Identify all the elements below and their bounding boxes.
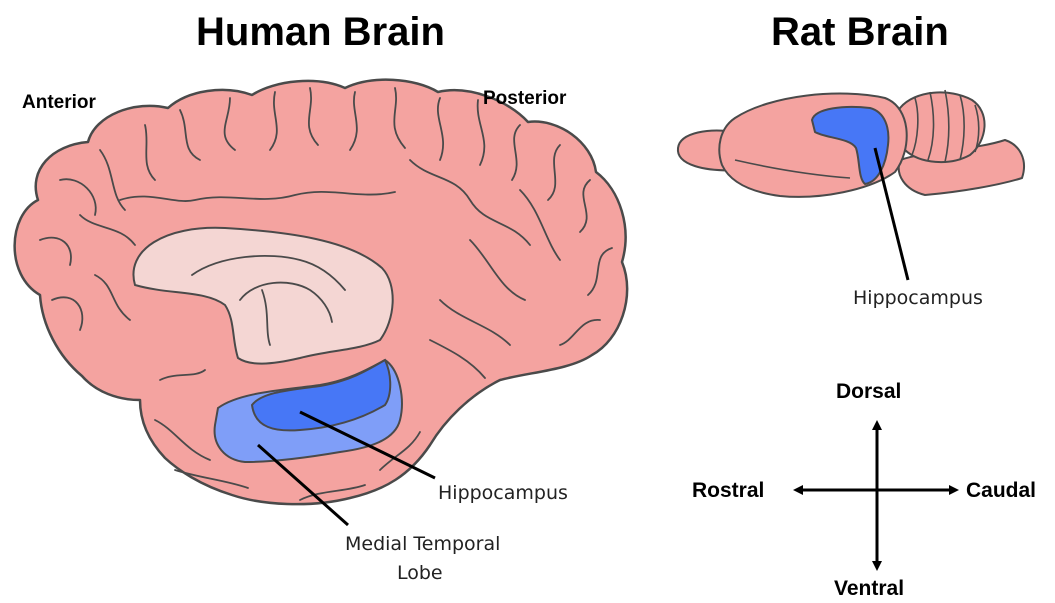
human-brain-title: Human Brain bbox=[196, 10, 445, 55]
mtl-label-line2: Lobe bbox=[397, 562, 443, 584]
rat-brain-title: Rat Brain bbox=[771, 10, 949, 55]
human-brain-illustration bbox=[15, 80, 628, 525]
rat-cerebellum bbox=[896, 92, 985, 162]
caudal-label: Caudal bbox=[966, 479, 1036, 503]
rostral-label: Rostral bbox=[692, 479, 764, 503]
posterior-label: Posterior bbox=[483, 88, 566, 110]
rat-brain-illustration bbox=[678, 90, 1024, 280]
dorsal-label: Dorsal bbox=[836, 380, 901, 404]
mtl-label-line1: Medial Temporal bbox=[345, 533, 500, 555]
human-hippocampus-label: Hippocampus bbox=[438, 482, 568, 504]
orientation-compass bbox=[798, 425, 954, 566]
rat-hippocampus-label: Hippocampus bbox=[853, 287, 983, 309]
ventral-label: Ventral bbox=[834, 577, 904, 601]
anterior-label: Anterior bbox=[22, 92, 96, 114]
